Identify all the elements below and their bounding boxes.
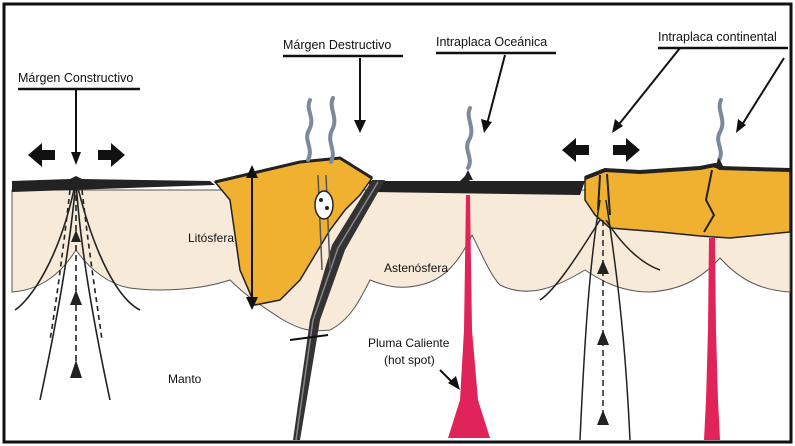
destructive-margin-label: Márgen Destructivo	[283, 38, 391, 52]
constructive-margin-label: Márgen Constructivo	[18, 71, 133, 85]
oceanic-intraplate-label: Intraplaca Oceánica	[436, 35, 547, 49]
hot-plume-label-line2: (hot spot)	[384, 353, 435, 367]
magma-chamber	[315, 191, 333, 219]
continental-plate	[585, 165, 790, 238]
continental-intraplate-label: Intraplaca continental	[658, 30, 777, 44]
lithosphere-label: Litósfera	[188, 231, 234, 245]
asthenosphere-label: Astenósfera	[384, 261, 448, 275]
mantle-label: Manto	[168, 372, 202, 386]
hot-plume-label-line1: Pluma Caliente	[368, 336, 450, 350]
